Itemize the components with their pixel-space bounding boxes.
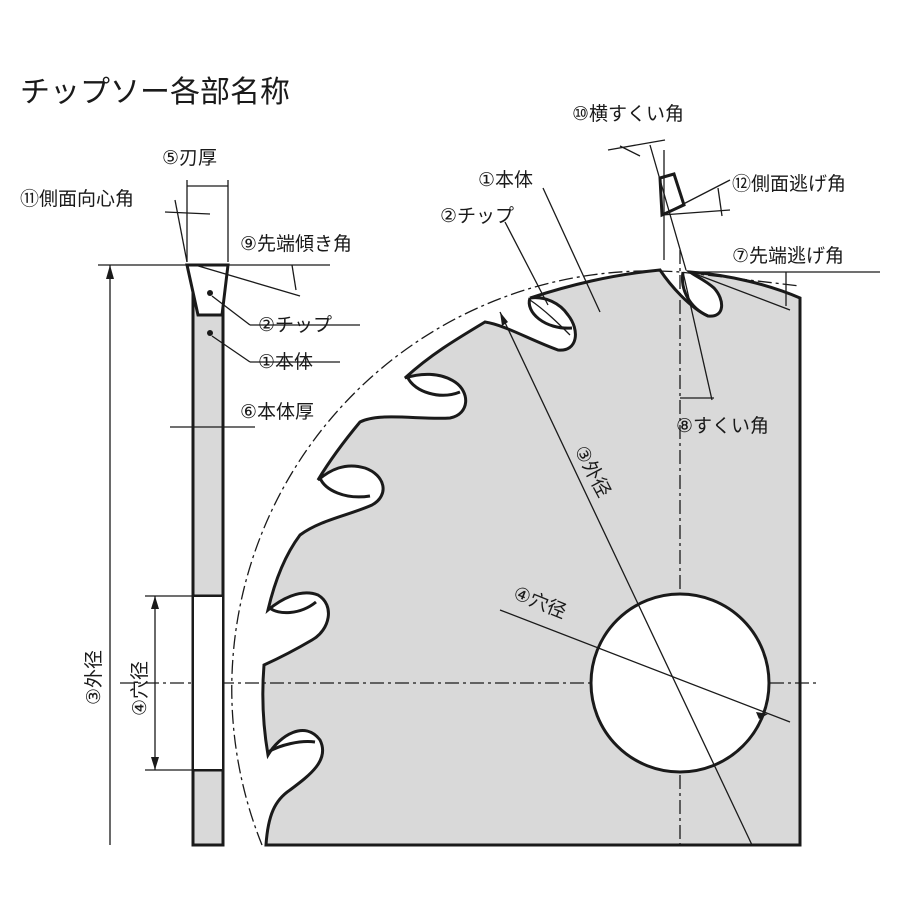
chip-side-leader — [211, 295, 251, 326]
side-clearance-arc — [717, 187, 723, 217]
lateral-rake-arc — [619, 145, 641, 157]
chip-outline — [269, 600, 317, 615]
arrowhead — [151, 757, 159, 770]
arrowhead — [500, 312, 508, 326]
label-chip-side: ②チップ — [258, 314, 332, 336]
arrowhead — [756, 712, 768, 719]
label-side-clearance: ⑫側面逃げ角 — [732, 173, 846, 195]
chip-outline — [267, 740, 316, 754]
label-side-radial-angle: ⑪側面向心角 — [20, 188, 134, 210]
label-blade-thickness: ⑤刃厚 — [162, 147, 217, 169]
tip-bevel-arc — [291, 264, 297, 291]
chip-leader — [504, 221, 549, 306]
bore-gap — [194, 597, 222, 769]
tip-bevel-line — [194, 264, 301, 297]
body-dot — [207, 330, 213, 336]
chip-outline — [680, 271, 709, 318]
arrowhead — [151, 596, 159, 609]
label-tip-clearance: ⑦先端逃げ角 — [732, 245, 844, 267]
tip-clearance-line — [689, 271, 791, 311]
label-tip-bevel-angle: ⑨先端傾き角 — [240, 233, 352, 255]
blade-side-view — [98, 180, 360, 847]
arrowhead — [106, 265, 114, 279]
body-side-leader — [211, 335, 251, 363]
side-clearance-line — [661, 209, 731, 216]
outer-diameter-line — [499, 311, 753, 846]
bore-diameter-line — [499, 609, 791, 723]
label-body-thickness: ⑥本体厚 — [240, 401, 314, 423]
blade-front-view — [120, 139, 880, 847]
label-body-front: ①本体 — [478, 169, 533, 191]
side-radial-arc — [164, 211, 211, 215]
diagram-title: チップソー各部名称 — [20, 75, 290, 110]
outer-diameter-circle — [231, 270, 801, 846]
label-rake: ⑧すくい角 — [676, 415, 769, 437]
chip-outline — [527, 297, 573, 330]
label-lateral-rake: ⑩横すくい角 — [572, 103, 684, 125]
chip-outline — [406, 377, 461, 397]
label-chip-front: ②チップ — [440, 205, 514, 227]
body-leader — [542, 187, 601, 313]
side-radial-line — [174, 199, 188, 263]
bore-hole — [589, 592, 771, 774]
chip-edge — [529, 299, 571, 336]
label-body-side: ①本体 — [258, 351, 313, 373]
side-clearance-line — [661, 179, 731, 216]
chip-dot — [207, 290, 213, 296]
chip-outline — [318, 477, 371, 499]
tooth-top-chip — [658, 172, 686, 218]
label-bore-side: ④穴径 — [129, 661, 151, 716]
label-outer-diameter-side: ③外径 — [83, 650, 105, 705]
lateral-rake-line — [607, 139, 666, 151]
rake-angle-line — [682, 271, 713, 401]
tooth-top-line — [649, 144, 687, 271]
